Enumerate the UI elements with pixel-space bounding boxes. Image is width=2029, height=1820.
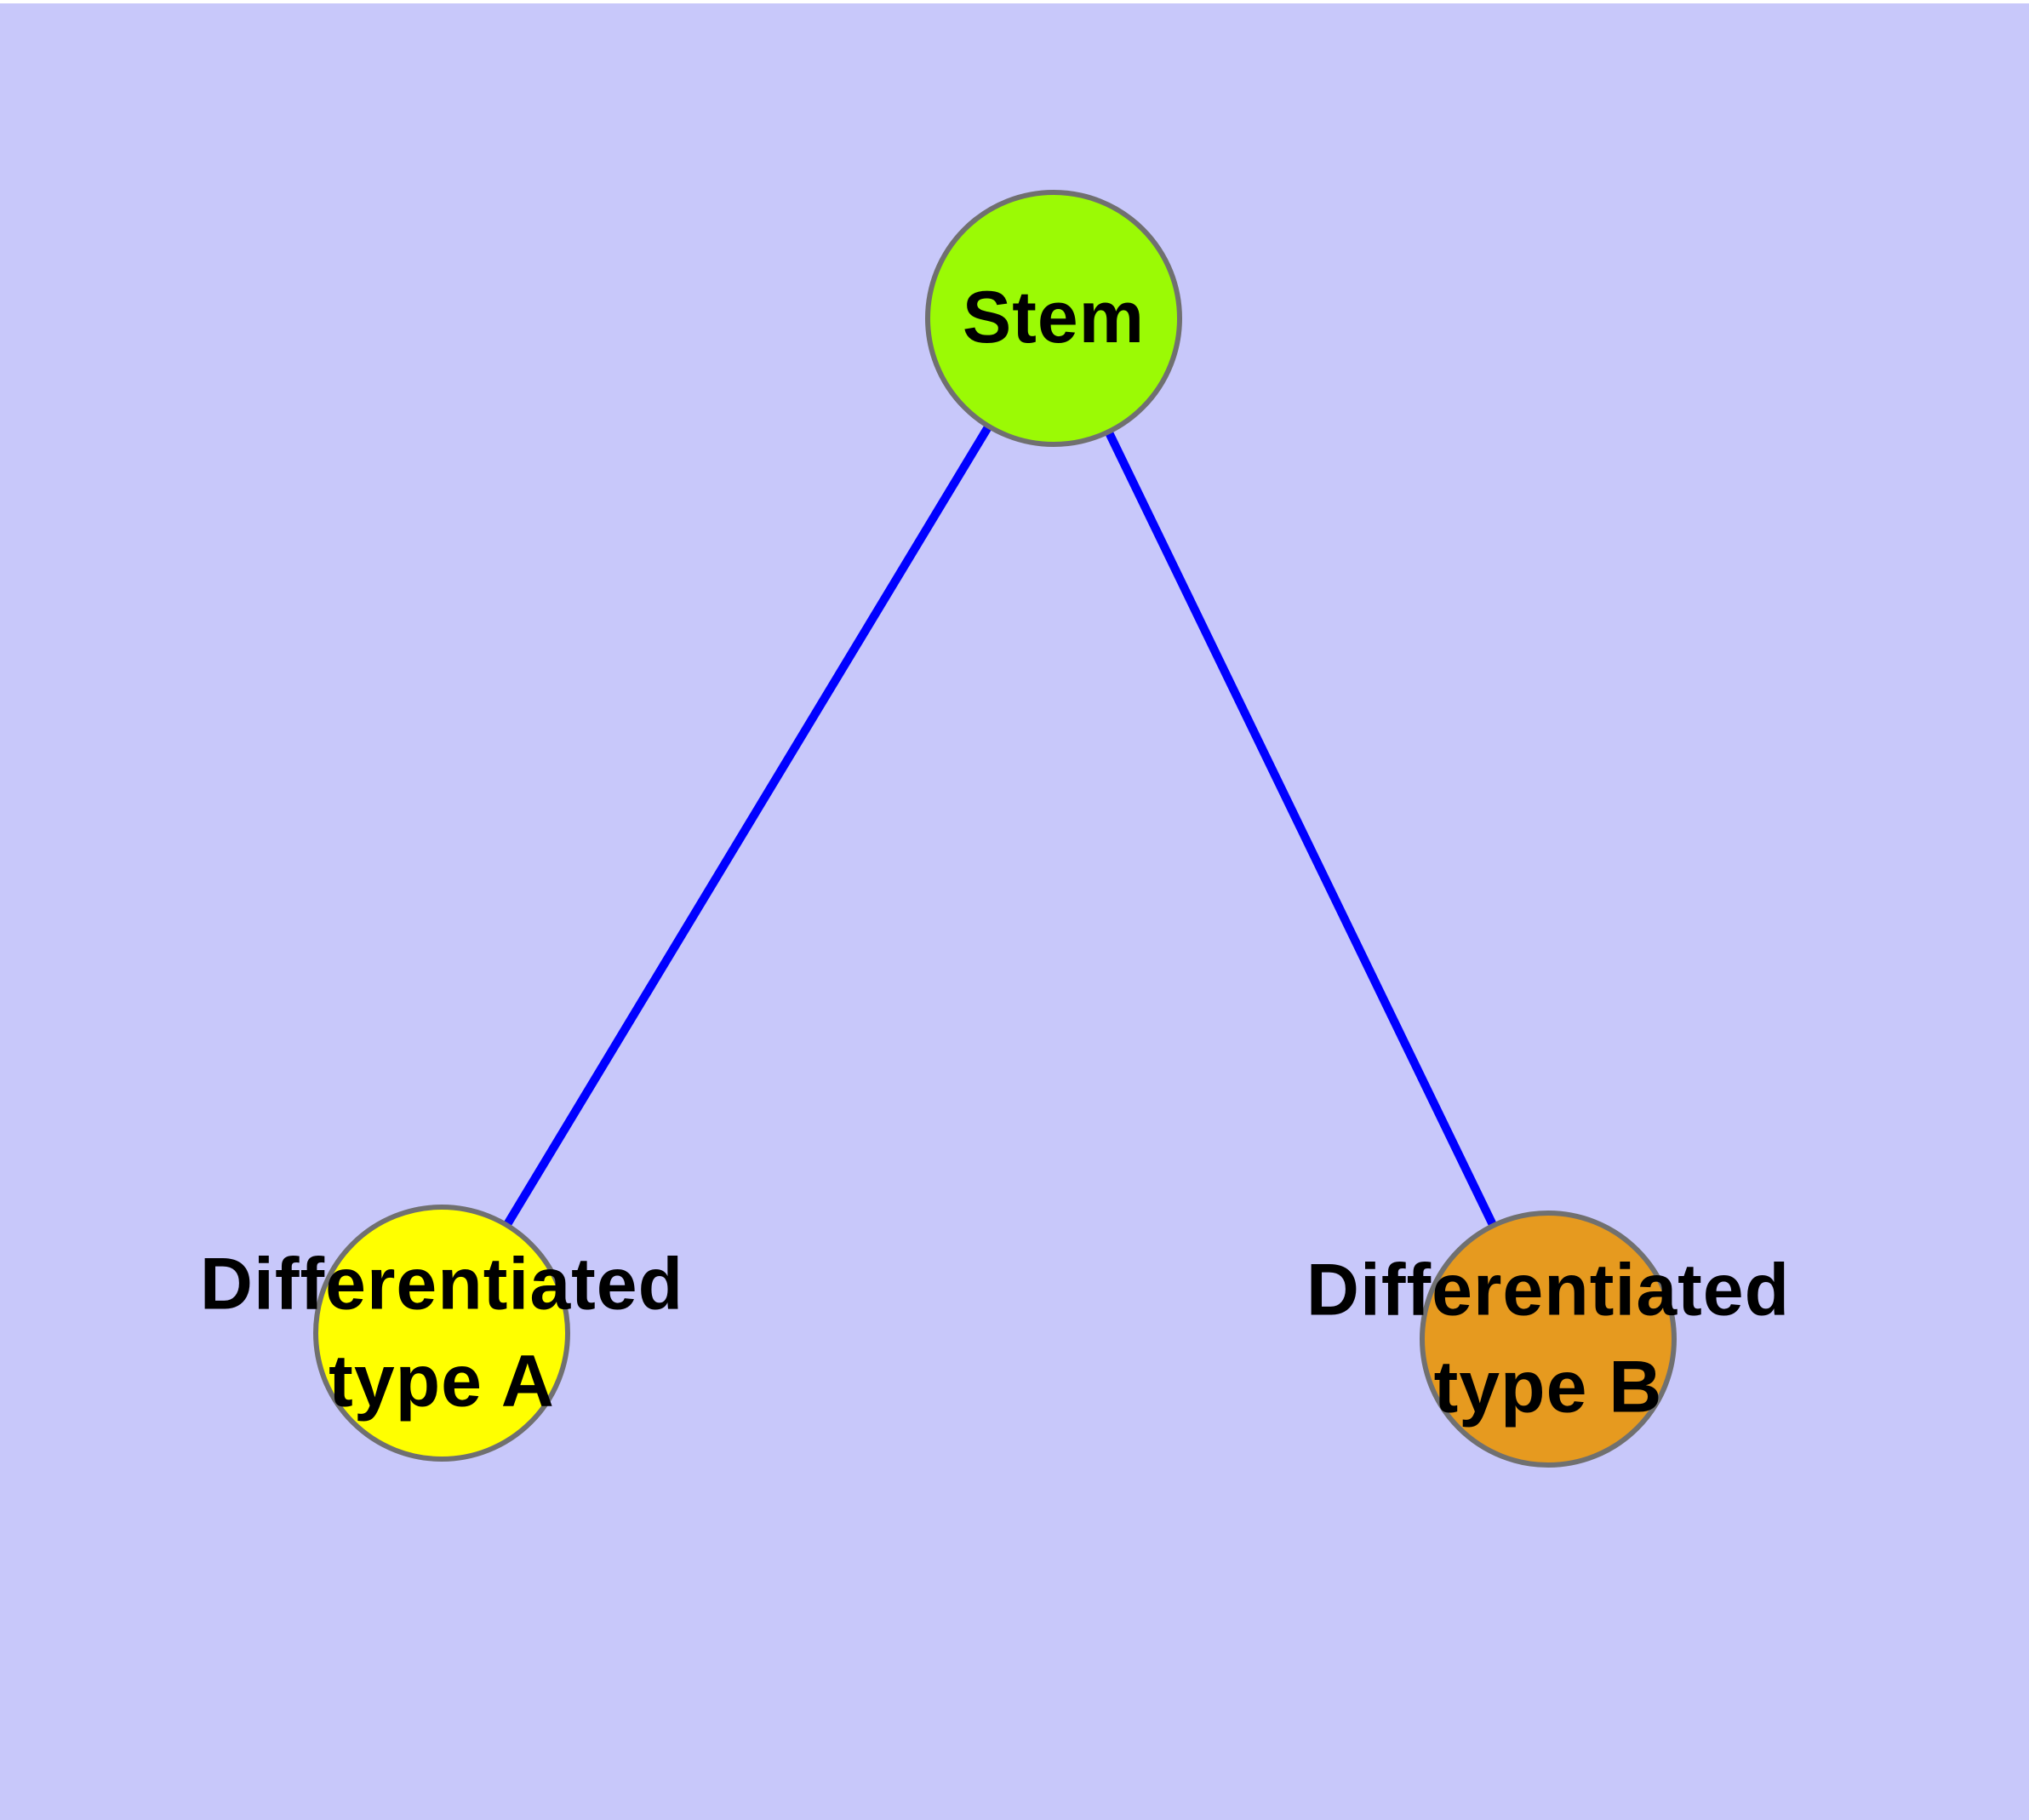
top-margin-strip (0, 0, 2029, 3)
edge-stem-to-type-a (437, 316, 1058, 1336)
node-differentiated-type-a: Differentiated type A (200, 1205, 683, 1462)
node-stem: Stem (925, 190, 1182, 447)
node-stem-label: Stem (962, 277, 1146, 359)
node-differentiated-type-a-label: Differentiated type A (199, 1243, 684, 1422)
node-differentiated-type-b-label: Differentiated type B (1306, 1249, 1791, 1428)
edge-stem-to-type-b (1049, 316, 1552, 1342)
node-differentiated-type-b: Differentiated type B (1306, 1210, 1789, 1468)
